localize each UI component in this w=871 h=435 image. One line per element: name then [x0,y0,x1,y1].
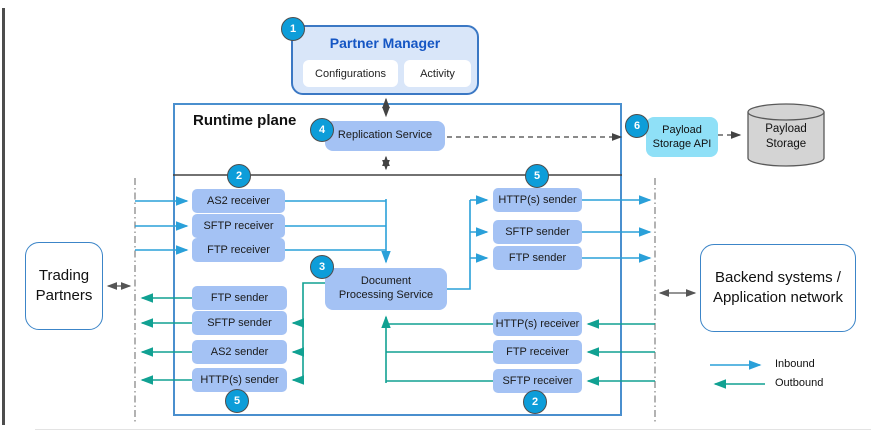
sftp-sender-right-box: SFTP sender [493,220,582,244]
step-badge-1: 1 [281,17,305,41]
step-badge-3: 3 [310,255,334,279]
runtime-plane-box [173,103,622,416]
payload-storage-label: Payload Storage [765,123,807,150]
partner-manager-box: Partner Manager Configurations Activity [291,25,479,95]
step-badge-4: 4 [310,118,334,142]
step-badge-6: 6 [625,114,649,138]
legend-arrows [710,360,765,389]
ftp-receiver-right-box: FTP receiver [493,340,582,364]
window-edge-line [2,8,5,425]
runtime-plane-title: Runtime plane [193,112,297,129]
legend-inbound-label: Inbound [775,358,815,370]
step-badge-5-top: 5 [525,164,549,188]
payload-storage-cylinder [747,103,825,167]
backend-systems-box: Backend systems / Application network [700,244,856,332]
inbound-flow-lines [135,195,652,290]
trading-partners-box: Trading Partners [25,242,103,330]
https-sender-left-box: HTTP(s) sender [192,368,287,392]
replication-service-box: Replication Service [325,121,445,151]
activity-tab-label: Activity [420,67,455,80]
https-receiver-right-box: HTTP(s) receiver [493,312,582,336]
sftp-sender-left-box: SFTP sender [192,311,287,335]
configurations-tab-label: Configurations [315,67,386,80]
https-sender-right-box: HTTP(s) sender [493,188,582,212]
payload-storage-api-box: Payload Storage API [646,117,718,157]
step-badge-2-top: 2 [227,164,251,188]
step-badge-5-bottom: 5 [225,389,249,413]
ftp-sender-left-box: FTP sender [192,286,287,310]
canvas-bottom-line [35,429,871,430]
ftp-receiver-box: FTP receiver [192,238,285,262]
activity-tab: Activity [404,60,471,87]
sftp-receiver-right-box: SFTP receiver [493,369,582,393]
boundary-double-arrows [106,282,697,297]
partner-manager-title: Partner Manager [329,35,441,51]
trust-boundary-lines [134,178,656,424]
configurations-tab: Configurations [303,60,398,87]
ftp-sender-right-box: FTP sender [493,246,582,270]
legend-outbound-label: Outbound [775,377,824,389]
as2-sender-left-box: AS2 sender [192,340,287,364]
dashed-connectors [382,97,742,171]
outbound-flow-lines [140,282,655,386]
sftp-receiver-box: SFTP receiver [192,214,285,238]
document-processing-service-box: Document Processing Service [325,268,447,310]
step-badge-2-bottom: 2 [523,390,547,414]
as2-receiver-box: AS2 receiver [192,189,285,213]
